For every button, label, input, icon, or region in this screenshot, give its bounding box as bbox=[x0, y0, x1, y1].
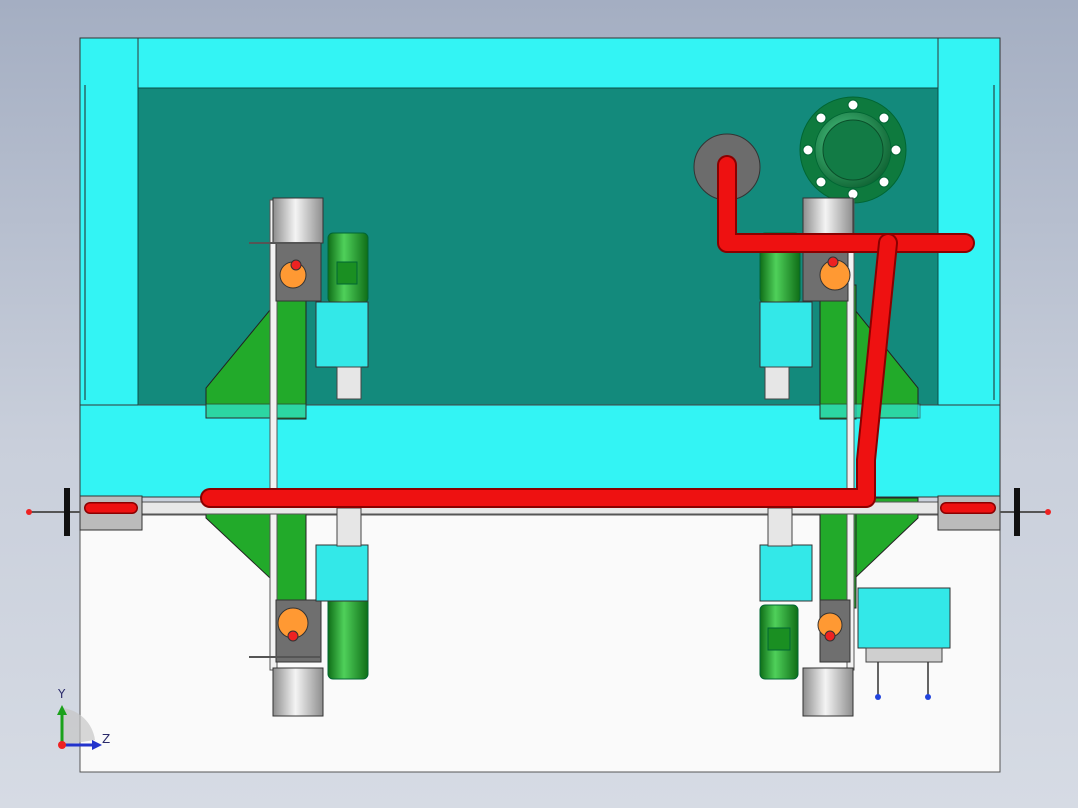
triad-icon bbox=[57, 705, 102, 750]
frame-right-post bbox=[937, 37, 1001, 411]
frame-left-post bbox=[79, 37, 139, 411]
triad-z-label: Z bbox=[102, 732, 111, 746]
coolant-pipe bbox=[84, 155, 996, 514]
spindle-head-bottom-left bbox=[249, 507, 369, 717]
triad-y-label: Y bbox=[58, 687, 66, 701]
spindle-head-top-left bbox=[249, 197, 369, 400]
flange-icon bbox=[799, 96, 907, 204]
spindle-head-bottom-right bbox=[759, 507, 854, 717]
frame-top-bar bbox=[79, 37, 1001, 89]
control-box bbox=[857, 587, 951, 649]
handwheel-right[interactable] bbox=[1000, 488, 1051, 536]
handwheel-left[interactable] bbox=[26, 488, 80, 536]
